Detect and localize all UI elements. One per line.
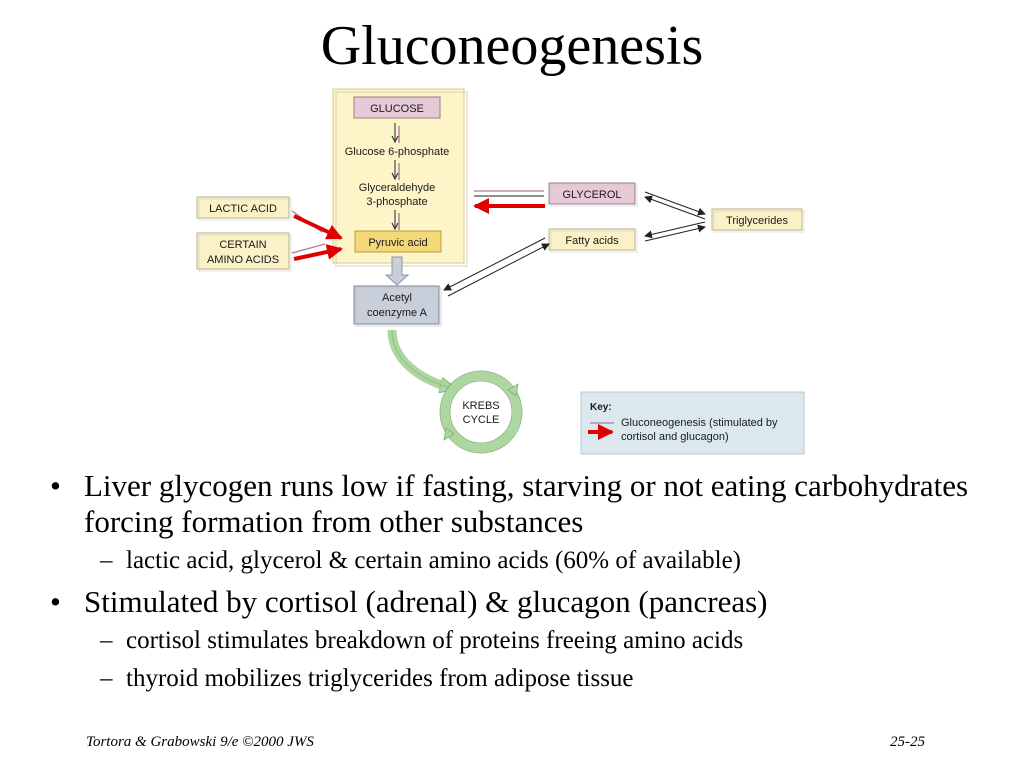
glyceraldehyde-label-line2: 3-phosphate bbox=[366, 196, 427, 208]
krebs-cycle: KREBS CYCLE bbox=[439, 370, 523, 454]
sub-bullet-item: thyroid mobilizes triglycerides from adi… bbox=[46, 664, 1006, 694]
glycerol-label: GLYCEROL bbox=[562, 189, 621, 201]
acetyl-to-krebs-arrow bbox=[387, 329, 452, 388]
pyruvic-to-acetyl-arrow bbox=[384, 256, 410, 286]
fatty-acids-box: Fatty acids bbox=[548, 228, 638, 253]
reversible-arrow-3 bbox=[391, 210, 400, 231]
footer-citation: Tortora & Grabowski 9/e ©2000 JWS bbox=[86, 734, 314, 750]
sub-bullet-item: cortisol stimulates breakdown of protein… bbox=[46, 626, 1006, 656]
triglycerides-box: Triglycerides bbox=[711, 208, 805, 233]
amino-acids-label-line2: AMINO ACIDS bbox=[207, 254, 279, 266]
triglycerides-label: Triglycerides bbox=[726, 215, 788, 227]
fatty-acids-to-acetyl-arrows bbox=[443, 237, 550, 297]
glycerol-box: GLYCEROL bbox=[548, 182, 638, 207]
glucose-6-phosphate-label: Glucose 6-phosphate bbox=[345, 146, 450, 158]
glucose-box: GLUCOSE bbox=[353, 96, 441, 119]
key-line1: Gluconeogenesis (stimulated by bbox=[621, 417, 778, 429]
lactic-acid-box: LACTIC ACID bbox=[196, 196, 292, 221]
acetyl-label-line2: coenzyme A bbox=[367, 307, 428, 319]
pyruvic-acid-box: Pyruvic acid bbox=[354, 230, 442, 253]
bullet-list: Liver glycogen runs low if fasting, star… bbox=[46, 468, 1006, 702]
amino-to-pyruvic-arrows bbox=[291, 243, 343, 261]
slide-number: 25-25 bbox=[890, 734, 925, 750]
acetyl-label-line1: Acetyl bbox=[382, 292, 412, 304]
sub-bullet-item: lactic acid, glycerol & certain amino ac… bbox=[46, 546, 1006, 576]
reversible-arrow-2 bbox=[391, 160, 400, 181]
reversible-arrow-1 bbox=[391, 123, 400, 144]
acetyl-coa-box: Acetyl coenzyme A bbox=[353, 285, 442, 327]
amino-acids-box: CERTAIN AMINO ACIDS bbox=[196, 232, 292, 272]
amino-acids-label-line1: CERTAIN bbox=[219, 239, 266, 251]
key-line2: cortisol and glucagon) bbox=[621, 431, 729, 443]
krebs-label-line2: CYCLE bbox=[463, 414, 500, 426]
krebs-label-line1: KREBS bbox=[462, 400, 499, 412]
glycerol-to-glyceraldehyde-arrows bbox=[473, 190, 545, 214]
bullet-item: Liver glycogen runs low if fasting, star… bbox=[46, 468, 1006, 540]
triglyceride-arrows bbox=[644, 191, 706, 242]
fatty-acids-label: Fatty acids bbox=[565, 235, 619, 247]
bullet-item: Stimulated by cortisol (adrenal) & gluca… bbox=[46, 584, 1006, 620]
key-title: Key: bbox=[590, 402, 612, 413]
key-box: Key: Gluconeogenesis (stimulated by cort… bbox=[580, 391, 805, 455]
lactic-acid-label: LACTIC ACID bbox=[209, 203, 277, 215]
lactic-to-pyruvic-arrows bbox=[291, 210, 343, 240]
slide-title: Gluconeogenesis bbox=[320, 15, 704, 77]
pyruvic-acid-label: Pyruvic acid bbox=[368, 237, 427, 249]
glucose-label: GLUCOSE bbox=[370, 103, 424, 115]
glyceraldehyde-label-line1: Glyceraldehyde bbox=[359, 182, 435, 194]
